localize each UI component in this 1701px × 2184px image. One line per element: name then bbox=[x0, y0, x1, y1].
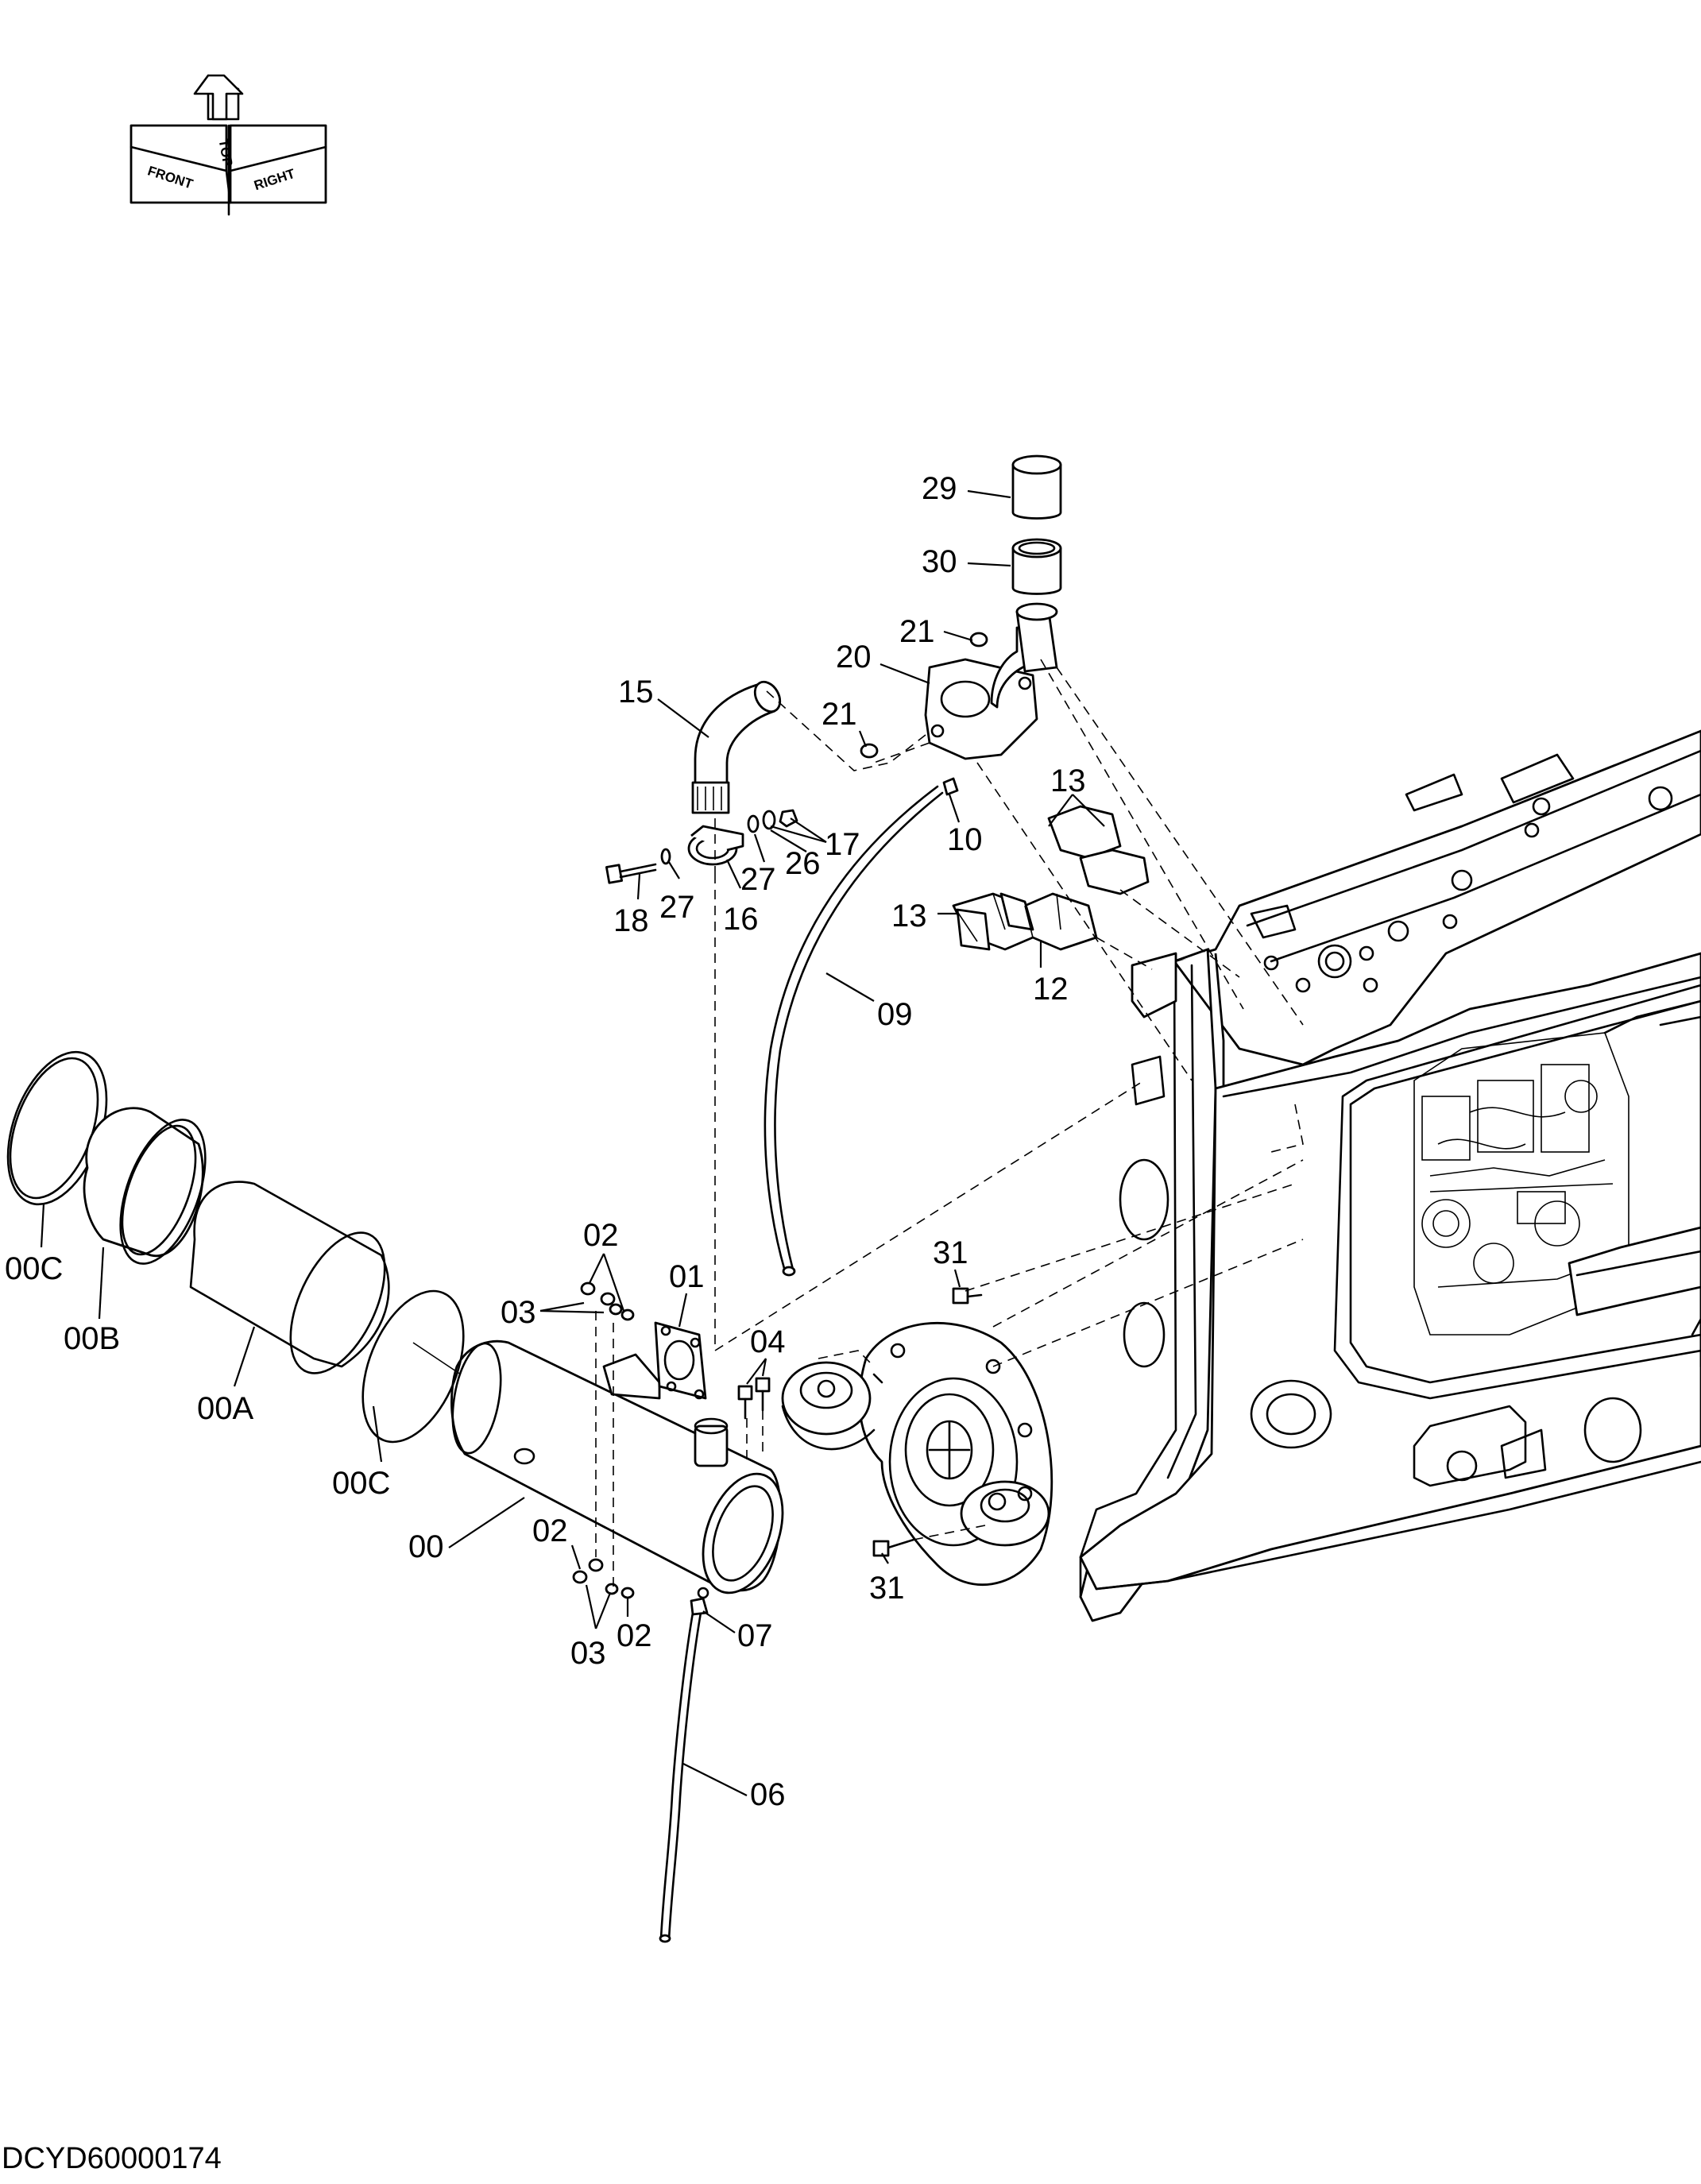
orientation-symbol: FRONT TOP RIGHT bbox=[130, 74, 327, 216]
gasket-01 bbox=[654, 1321, 707, 1400]
callout-02: 02 bbox=[617, 1618, 652, 1653]
leader-lines bbox=[40, 489, 1105, 1796]
hose-06 bbox=[659, 1597, 709, 1943]
drawing-code: DCYD60000174 bbox=[2, 2142, 222, 2175]
exhaust-elbow-20 bbox=[924, 602, 1058, 760]
muffler bbox=[450, 1339, 784, 1599]
callout-00c: 00C bbox=[5, 1251, 63, 1286]
cylinder-00a bbox=[189, 1181, 390, 1368]
ring-00c-right bbox=[361, 1289, 465, 1444]
callout-06: 06 bbox=[750, 1777, 786, 1812]
bolt-18-and-washers bbox=[605, 809, 798, 884]
callout-31: 31 bbox=[933, 1235, 968, 1270]
assembly-centerlines bbox=[595, 659, 1304, 1589]
callout-15: 15 bbox=[618, 675, 654, 709]
callout-02: 02 bbox=[583, 1218, 619, 1253]
callout-00a: 00A bbox=[197, 1391, 253, 1426]
band-00b bbox=[83, 1107, 204, 1258]
callout-21: 21 bbox=[822, 697, 857, 732]
callout-29: 29 bbox=[922, 471, 957, 506]
exhaust-pipe-15 bbox=[691, 680, 782, 814]
fan-shroud-assembly bbox=[781, 1321, 1053, 1587]
callout-26: 26 bbox=[785, 846, 821, 881]
machine-frame bbox=[1079, 729, 1701, 1622]
hardware-02-03-04-31 bbox=[572, 1281, 983, 1599]
callout-00b: 00B bbox=[64, 1321, 120, 1356]
callout-27: 27 bbox=[659, 890, 695, 925]
cap-29 bbox=[1011, 454, 1062, 520]
callout-12: 12 bbox=[1033, 972, 1069, 1007]
callout-03: 03 bbox=[570, 1636, 606, 1671]
callout-04: 04 bbox=[750, 1324, 786, 1359]
callout-13: 13 bbox=[891, 899, 927, 934]
callout-10: 10 bbox=[947, 822, 983, 857]
callout-13: 13 bbox=[1050, 763, 1086, 798]
brackets-12-13 bbox=[952, 805, 1150, 951]
callout-labels: 29 30 21 20 21 15 13 13 10 17 26 27 27 1… bbox=[5, 471, 1086, 1812]
callout-00: 00 bbox=[408, 1529, 444, 1564]
callout-03: 03 bbox=[501, 1295, 536, 1330]
callout-00c: 00C bbox=[332, 1466, 390, 1501]
callout-16: 16 bbox=[723, 902, 759, 937]
callout-02: 02 bbox=[532, 1513, 568, 1548]
callout-20: 20 bbox=[836, 640, 872, 675]
callout-17: 17 bbox=[825, 827, 860, 862]
callout-21: 21 bbox=[899, 614, 935, 649]
callout-30: 30 bbox=[922, 544, 957, 579]
callout-09: 09 bbox=[877, 997, 913, 1032]
callout-27: 27 bbox=[740, 862, 776, 897]
callout-31: 31 bbox=[869, 1571, 905, 1606]
muffler-cover-parts bbox=[6, 1050, 465, 1444]
callout-01: 01 bbox=[669, 1259, 705, 1294]
callout-07: 07 bbox=[737, 1618, 773, 1653]
sleeve-30 bbox=[1011, 538, 1062, 595]
bolts-21 bbox=[860, 632, 988, 759]
callout-18: 18 bbox=[613, 903, 649, 938]
hose-09 bbox=[764, 777, 959, 1277]
clamp-16 bbox=[687, 825, 744, 866]
